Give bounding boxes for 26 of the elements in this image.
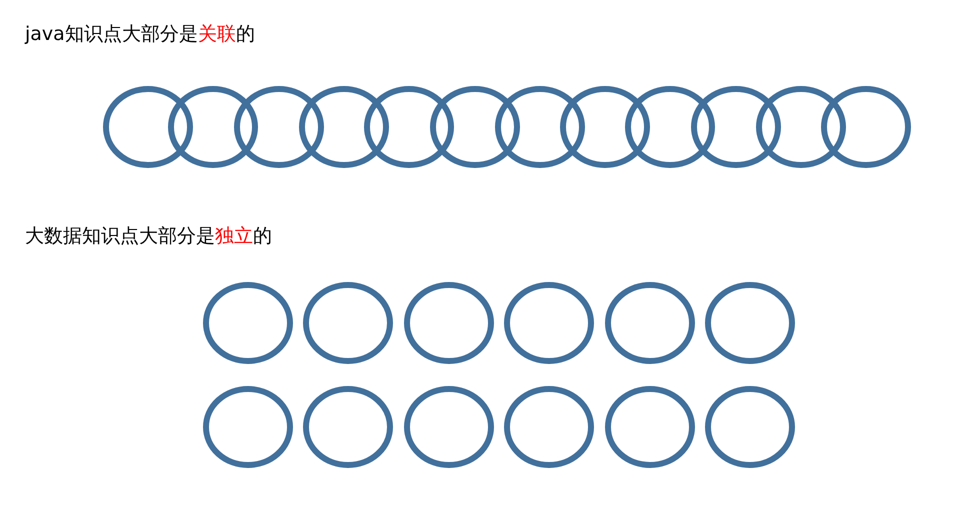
circle [492,84,587,170]
circle [362,84,456,170]
circle [623,84,718,170]
heading-text: 大数据知识点大部分是独立的 [25,224,272,249]
circle [754,84,848,170]
circle [502,384,596,470]
circle [296,84,391,170]
circle [301,280,396,366]
circle [301,384,396,470]
circle [502,280,596,366]
circle [402,280,496,366]
circle [819,84,914,170]
circle [232,84,326,170]
circle [201,384,295,470]
circle [703,384,797,470]
circle [201,280,295,366]
circle [558,84,652,170]
circle [703,280,797,366]
circle [428,84,522,170]
circle [101,84,195,170]
circle [166,84,260,170]
circle [602,384,697,470]
circle [602,280,697,366]
circle [688,84,783,170]
heading-text: java知识点大部分是关联的 [25,22,255,47]
circle [402,384,496,470]
